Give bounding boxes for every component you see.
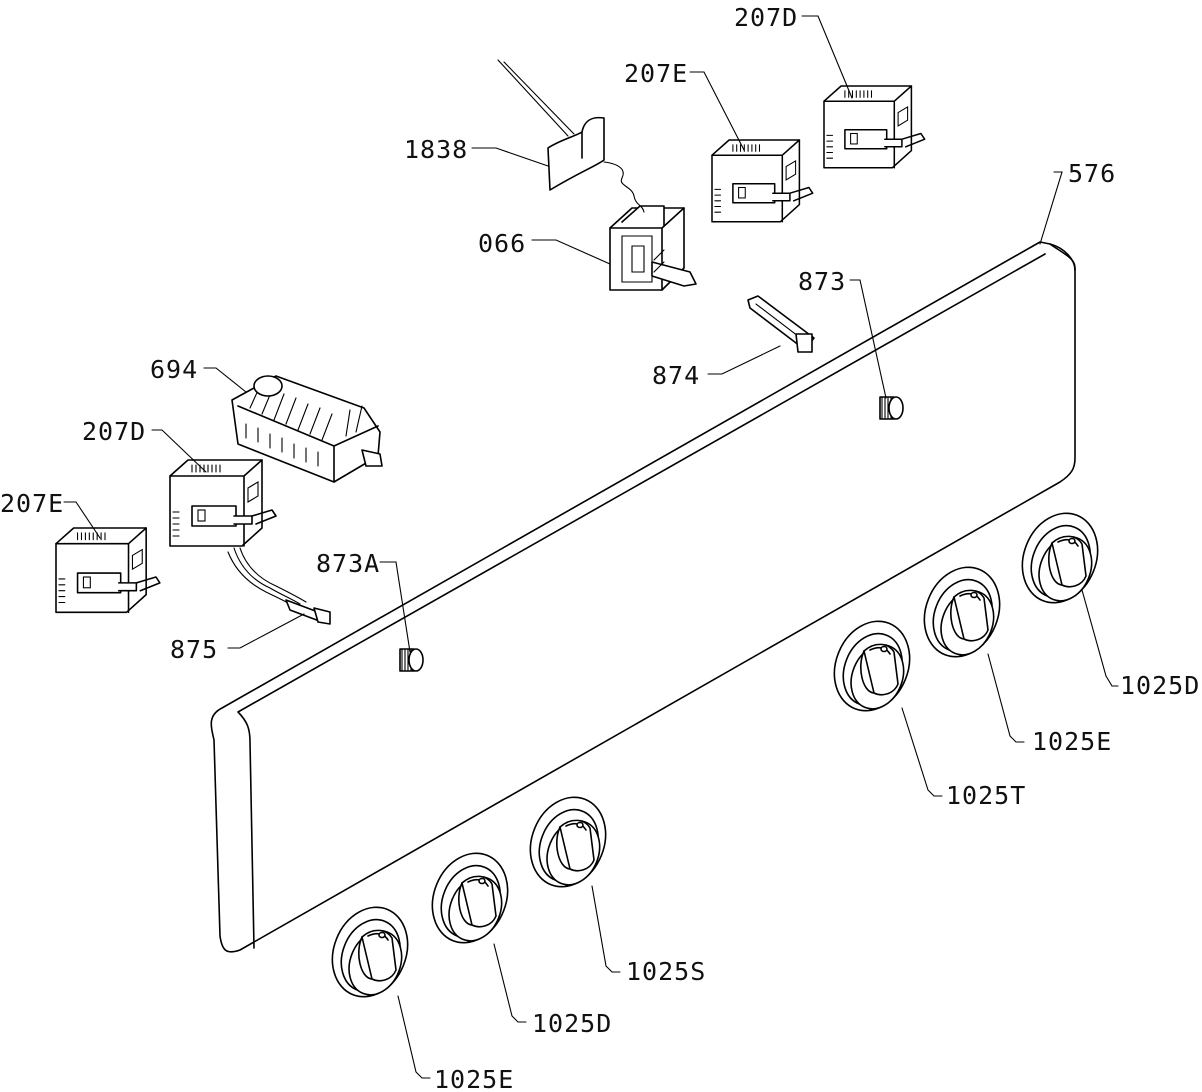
label-873: 873 [798, 267, 846, 296]
knob-1025e-right [910, 555, 1014, 669]
label-207e-left: 207E [0, 489, 64, 518]
label-207d-left: 207D [82, 417, 146, 446]
label-576: 576 [1068, 159, 1116, 188]
switch-207d-top [823, 85, 926, 169]
knob-1025e-bottom [318, 895, 422, 1009]
switch-207d-left [169, 459, 277, 547]
control-panel-576 [210, 241, 1076, 953]
label-694: 694 [150, 355, 198, 384]
knob-1025d-right [1008, 501, 1112, 615]
label-875: 875 [170, 635, 218, 664]
label-207e-top: 207E [624, 59, 688, 88]
switch-207e-left [55, 527, 161, 614]
knob-1025t [820, 609, 924, 723]
label-1025e-bottom: 1025E [434, 1065, 514, 1092]
label-1838: 1838 [404, 135, 468, 164]
label-1025s: 1025S [626, 957, 706, 986]
knob-1025s [516, 785, 620, 899]
indicator-light-873a [399, 648, 424, 672]
label-873a: 873A [316, 549, 380, 578]
sensor-bulb-1838 [497, 59, 645, 213]
label-1025e-right: 1025E [1032, 727, 1112, 756]
knob-1025d-bottom [418, 841, 522, 955]
switch-207e-top [711, 139, 814, 223]
label-207d-top: 207D [734, 3, 798, 32]
indicator-light-873 [879, 396, 904, 420]
selector-switch-694 [231, 375, 383, 483]
thermostat-066 [609, 205, 697, 291]
leader-lines [63, 15, 1119, 1079]
label-066: 066 [478, 229, 526, 258]
label-1025d-right: 1025D [1120, 671, 1200, 700]
label-874: 874 [652, 361, 700, 390]
label-1025t: 1025T [946, 781, 1026, 810]
label-1025d-bottom: 1025D [532, 1009, 612, 1038]
bracket-874 [747, 295, 815, 353]
part-labels: 207D 207E 1838 066 576 873 874 694 207D … [0, 3, 1200, 1092]
wire-connector-875 [227, 547, 331, 625]
